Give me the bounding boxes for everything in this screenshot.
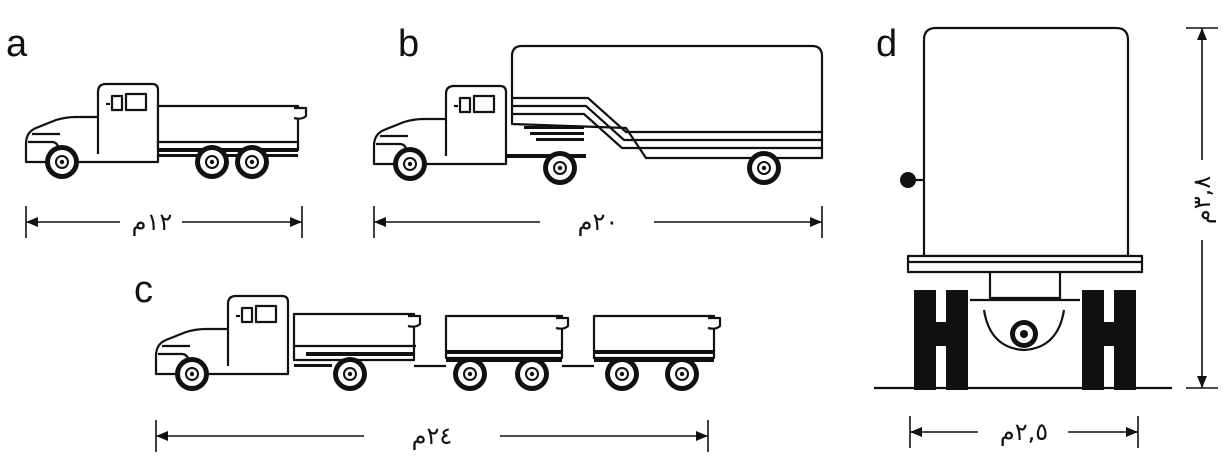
dimension-label-a: ١٢م (132, 208, 173, 236)
wheel-icon (604, 356, 640, 392)
panel-d: d (874, 23, 1218, 448)
dimension-line-a: ١٢م (25, 206, 303, 238)
panel-a: a ١٢م (6, 23, 308, 238)
panel-b: b ٢٠م (372, 23, 824, 238)
height-dimension-label-d: ٣,٨م (1188, 176, 1216, 224)
dimension-label-c: ٢٤م (412, 422, 453, 450)
panel-c-letter: c (134, 269, 153, 311)
truck-b (372, 44, 824, 186)
width-dimension-label-d: ٢,٥م (1000, 418, 1048, 446)
truck-rear-view (874, 26, 1172, 390)
width-dimension-line-d: ٢,٥م (909, 416, 1139, 448)
wheel-icon (174, 356, 210, 392)
dimension-label-b: ٢٠م (578, 208, 619, 236)
truck-c (154, 294, 722, 392)
dimension-line-b: ٢٠م (373, 206, 823, 238)
height-dimension-line-d: ٣,٨م (1186, 27, 1218, 389)
wheel-icon (194, 144, 230, 180)
wheel-icon (514, 356, 550, 392)
wheel-icon (44, 144, 80, 180)
panel-c: c (134, 269, 722, 452)
dimension-line-c: ٢٤م (155, 420, 709, 452)
wheel-icon (392, 146, 428, 182)
panel-a-letter: a (6, 23, 28, 65)
wheel-icon (664, 356, 700, 392)
wheel-icon (542, 150, 578, 186)
wheel-icon (452, 356, 488, 392)
truck-a (24, 82, 308, 180)
wheel-icon (332, 356, 368, 392)
panel-b-letter: b (398, 23, 419, 65)
panel-d-letter: d (876, 23, 897, 65)
wheel-icon (234, 144, 270, 180)
wheel-icon (746, 150, 782, 186)
